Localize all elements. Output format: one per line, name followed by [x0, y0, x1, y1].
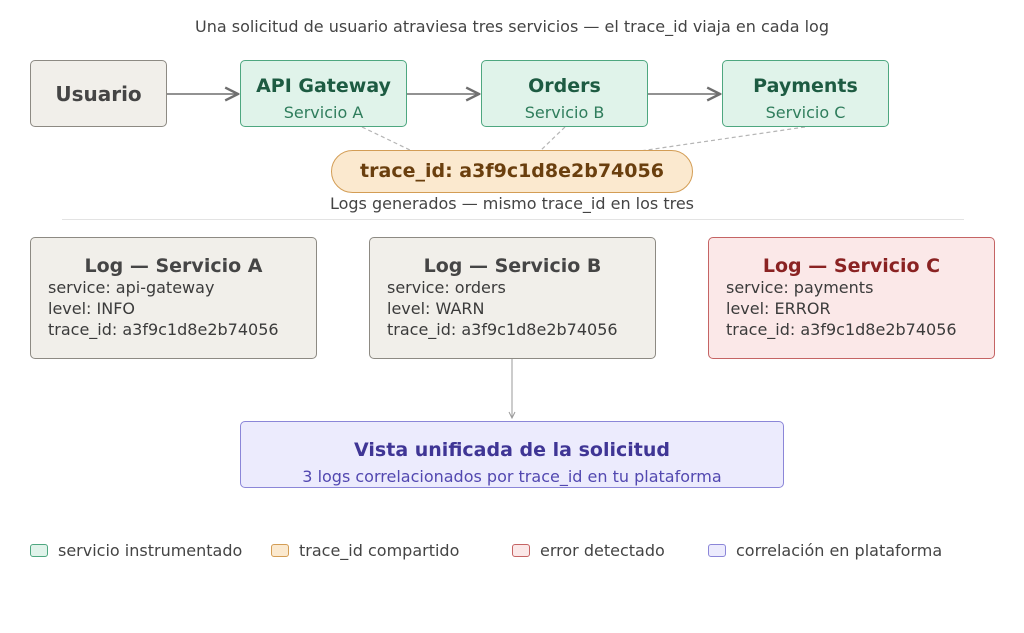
user-node-label: Usuario [55, 82, 142, 106]
legend-item-error: error detectado [512, 541, 665, 560]
log-trace-id: trace_id: a3f9c1d8e2b74056 [48, 320, 279, 339]
legend-item-trace: trace_id compartido [271, 541, 459, 560]
legend-swatch [708, 544, 726, 557]
log-card-service-a: Log — Servicio A service: api-gateway le… [30, 237, 317, 359]
service-name: API Gateway [256, 75, 391, 97]
service-name: Orders [528, 75, 601, 97]
legend-label: servicio instrumentado [58, 541, 243, 560]
log-title: Log — Servicio C [762, 255, 941, 277]
service-sub: Servicio C [765, 103, 846, 122]
legend-item-correlation: correlación en plataforma [708, 541, 942, 560]
log-service: service: api-gateway [48, 278, 215, 297]
log-service: service: payments [726, 278, 874, 297]
service-node-api-gateway: API Gateway Servicio A [240, 60, 407, 127]
legend-swatch [271, 544, 289, 557]
unified-subtitle: 3 logs correlacionados por trace_id en t… [302, 467, 722, 486]
log-level: level: WARN [387, 299, 485, 318]
log-title: Log — Servicio B [423, 255, 602, 277]
dashed-link-c [639, 126, 806, 152]
log-trace-id: trace_id: a3f9c1d8e2b74056 [387, 320, 618, 339]
trace-id-pill: trace_id: a3f9c1d8e2b74056 [331, 150, 693, 193]
user-node: Usuario [30, 60, 167, 127]
legend-label: trace_id compartido [299, 541, 460, 560]
unified-title: Vista unificada de la solicitud [354, 439, 670, 461]
dashed-link-b [539, 126, 566, 152]
service-node-payments: Payments Servicio C [722, 60, 889, 127]
legend-label: correlación en plataforma [736, 541, 943, 560]
log-card-service-c: Log — Servicio C service: payments level… [708, 237, 995, 359]
legend-swatch [512, 544, 530, 557]
log-title: Log — Servicio A [84, 255, 263, 277]
service-name: Payments [753, 75, 858, 97]
dashed-link-a [361, 126, 413, 152]
log-card-service-b: Log — Servicio B service: orders level: … [369, 237, 656, 359]
log-level: level: ERROR [726, 299, 831, 318]
service-sub: Servicio A [283, 103, 364, 122]
trace-caption: Logs generados — mismo trace_id en los t… [329, 194, 695, 213]
service-sub: Servicio B [524, 103, 605, 122]
section-divider [62, 219, 964, 220]
log-service: service: orders [387, 278, 506, 297]
legend-item-instrumented: servicio instrumentado [30, 541, 242, 560]
service-node-orders: Orders Servicio B [481, 60, 648, 127]
unified-view-box: Vista unificada de la solicitud 3 logs c… [240, 421, 784, 488]
legend-swatch [30, 544, 48, 557]
log-trace-id: trace_id: a3f9c1d8e2b74056 [726, 320, 957, 339]
diagram-title: Una solicitud de usuario atraviesa tres … [194, 17, 829, 36]
legend-label: error detectado [540, 541, 665, 560]
log-level: level: INFO [48, 299, 136, 318]
